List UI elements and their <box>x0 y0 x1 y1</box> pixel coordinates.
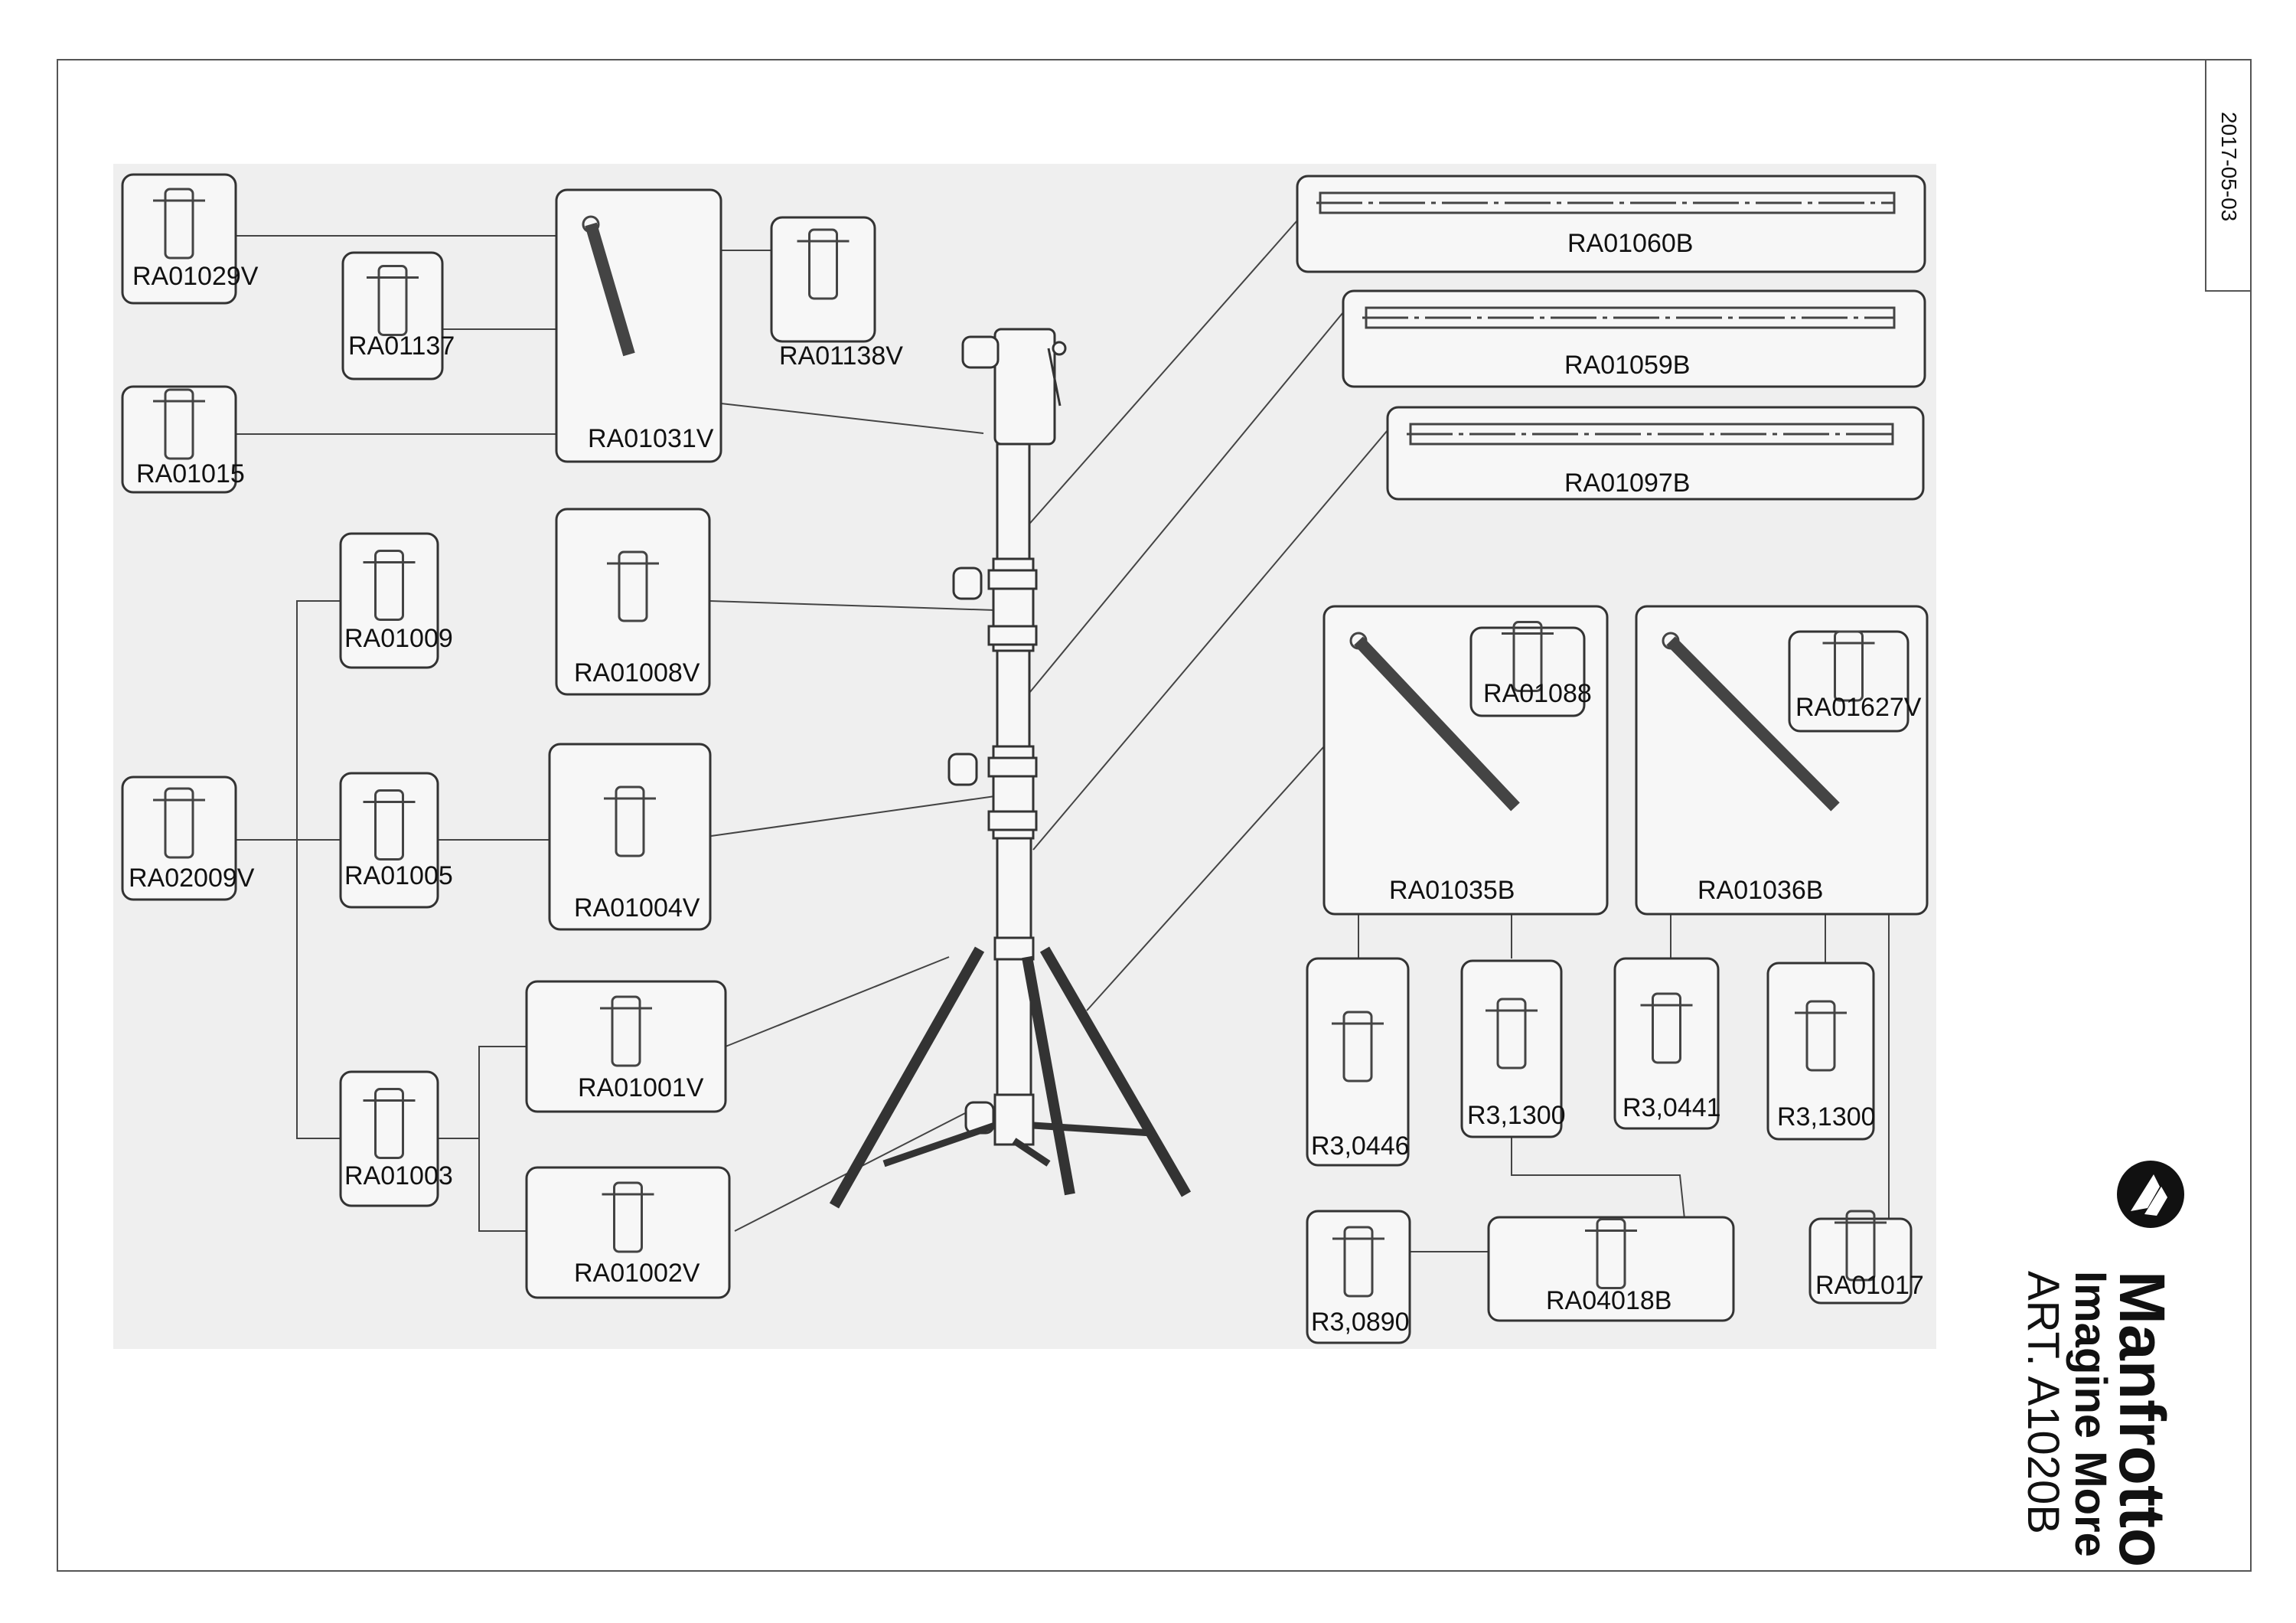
label-RA01004V: RA01004V <box>574 893 700 923</box>
label-RA01059B: RA01059B <box>1564 351 1690 380</box>
brand-tagline: Imagine More <box>2066 1271 2115 1557</box>
part-box-RA01002V <box>525 1166 731 1299</box>
label-RA01035B: RA01035B <box>1389 876 1515 905</box>
label-R3_0441: R3,0441 <box>1623 1093 1721 1122</box>
label-RA01009: RA01009 <box>344 624 453 653</box>
part-drawing-R3_1300_a <box>1486 998 1538 1069</box>
part-drawing-R3_0446 <box>1332 1011 1384 1083</box>
part-box-RA01004V <box>548 743 712 931</box>
label-RA01137: RA01137 <box>348 331 455 361</box>
part-box-RA01003 <box>339 1070 439 1207</box>
label-RA01088: RA01088 <box>1483 679 1592 708</box>
part-drawing-R3_0441 <box>1640 992 1693 1064</box>
label-R3_1300_a: R3,1300 <box>1467 1101 1566 1130</box>
part-drawing-RA01029V <box>153 188 205 260</box>
document-date: 2017-05-03 <box>2217 112 2241 221</box>
part-box-RA01137 <box>341 251 444 380</box>
label-RA01003: RA01003 <box>344 1161 453 1190</box>
brand-block: Manfrotto Imagine More ART. A1020B <box>2018 1161 2184 1567</box>
part-drawing-RA01137 <box>367 265 419 336</box>
part-drawing-RA01008V <box>607 550 659 622</box>
part-boxes <box>121 173 1929 1344</box>
part-box-RA01060B <box>1296 175 1926 273</box>
part-box-R3_0446 <box>1306 957 1410 1167</box>
part-drawing-RA01627V <box>1822 630 1875 702</box>
page-frame <box>57 59 2252 1572</box>
part-box-RA04018B <box>1487 1216 1735 1322</box>
label-R3_0890: R3,0890 <box>1311 1308 1410 1337</box>
label-RA01015: RA01015 <box>136 459 245 488</box>
part-box-RA01097B <box>1386 406 1925 501</box>
part-box-R3_1300_a <box>1460 959 1563 1138</box>
part-drawing-RA01036B <box>1662 632 1840 812</box>
label-RA01005: RA01005 <box>344 861 453 890</box>
label-RA02009V: RA02009V <box>129 864 255 893</box>
part-box-R3_1300_b <box>1766 962 1875 1141</box>
part-box-RA01059B <box>1342 289 1926 388</box>
part-box-R3_0441 <box>1613 957 1720 1130</box>
part-box-RA01029V <box>121 173 237 305</box>
part-drawing-RA01059B <box>1362 306 1896 329</box>
part-box-RA01088 <box>1469 626 1586 717</box>
label-RA01002V: RA01002V <box>574 1259 700 1288</box>
part-box-R3_0890 <box>1306 1210 1411 1344</box>
label-RA01036B: RA01036B <box>1698 876 1823 905</box>
article-number: ART. A1020B <box>2018 1271 2068 1534</box>
part-drawing-R3_1300_b <box>1795 1000 1847 1072</box>
part-box-RA01008V <box>555 508 711 696</box>
label-RA04018B: RA04018B <box>1546 1286 1671 1315</box>
part-drawing-RA01035B <box>1349 632 1520 812</box>
label-R3_0446: R3,0446 <box>1311 1132 1410 1161</box>
part-drawing-RA01060B <box>1316 191 1896 214</box>
label-RA01008V: RA01008V <box>574 658 700 687</box>
brand-name: Manfrotto <box>2106 1271 2178 1567</box>
date-tab <box>2205 59 2252 292</box>
label-RA01060B: RA01060B <box>1567 229 1693 258</box>
label-RA01097B: RA01097B <box>1564 469 1690 498</box>
part-labels: RA01029V RA01137 RA01015 RA01031V RA0113… <box>129 229 1924 1337</box>
light-stand-illustration <box>829 328 1192 1209</box>
part-box-RA01005 <box>339 772 439 909</box>
part-drawing-RA01002V <box>602 1181 654 1253</box>
part-box-RA01009 <box>339 532 439 669</box>
part-drawing-RA01003 <box>363 1088 416 1159</box>
part-box-RA01031V <box>555 188 722 463</box>
manfrotto-logo-icon <box>2117 1161 2184 1228</box>
label-R3_1300_b: R3,1300 <box>1777 1102 1876 1132</box>
label-RA01001V: RA01001V <box>578 1073 704 1102</box>
label-RA01029V: RA01029V <box>132 262 259 291</box>
part-drawing-RA02009V <box>153 787 205 859</box>
label-RA01138V: RA01138V <box>779 341 903 371</box>
part-box-RA01015 <box>121 385 237 494</box>
part-drawing-RA01088 <box>1502 621 1554 692</box>
part-drawing-R3_0890 <box>1332 1226 1384 1298</box>
label-RA01017: RA01017 <box>1815 1271 1924 1300</box>
part-box-RA01001V <box>525 980 727 1113</box>
part-drawing-RA01001V <box>600 995 652 1067</box>
label-RA01031V: RA01031V <box>588 424 714 453</box>
part-drawing-RA01138V <box>797 228 850 300</box>
part-drawing-RA01017 <box>1835 1210 1887 1282</box>
part-drawing-RA01004V <box>604 785 656 857</box>
part-drawing-RA01015 <box>153 388 205 460</box>
part-drawing-RA01005 <box>363 789 416 860</box>
part-box-RA02009V <box>121 776 237 901</box>
part-drawing-RA04018B <box>1585 1218 1637 1289</box>
part-drawing-RA01009 <box>363 550 416 621</box>
label-RA01627V: RA01627V <box>1795 693 1922 722</box>
part-drawing-RA01031V <box>582 215 635 357</box>
part-box-RA01017 <box>1808 1217 1913 1305</box>
part-drawing-RA01097B <box>1407 423 1894 446</box>
part-box-RA01138V <box>770 216 876 343</box>
